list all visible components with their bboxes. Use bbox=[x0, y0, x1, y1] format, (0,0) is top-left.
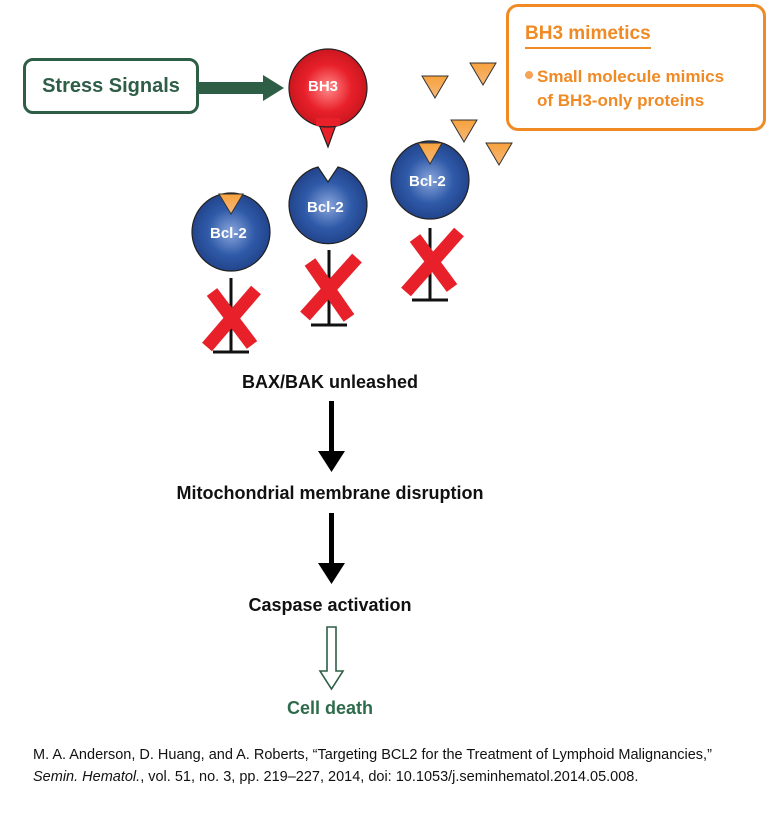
citation-details: , vol. 51, no. 3, pp. 219–227, 2014, doi… bbox=[140, 769, 639, 785]
bcl2-protein-2 bbox=[288, 166, 368, 245]
bcl2-label-2: Bcl-2 bbox=[307, 199, 344, 216]
flow-arrow-2 bbox=[318, 513, 345, 584]
citation: M. A. Anderson, D. Huang, and A. Roberts… bbox=[33, 744, 753, 788]
flow-arrow-3 bbox=[318, 626, 345, 691]
description-line-1: Small molecule mimics bbox=[537, 67, 725, 86]
citation-journal: Semin. Hematol. bbox=[33, 769, 141, 785]
bcl2-label-3: Bcl-2 bbox=[409, 173, 446, 190]
stress-signals-label: Stress Signals bbox=[42, 74, 180, 97]
bcl2-protein-3 bbox=[390, 140, 470, 220]
mimetic-triangle bbox=[421, 75, 449, 99]
bh3-mimetics-description: Small molecule mimics of BH3-only protei… bbox=[537, 65, 724, 113]
mimetic-triangle bbox=[469, 62, 497, 86]
flow-arrow-1 bbox=[318, 401, 345, 472]
flow-step-caspase: Caspase activation bbox=[248, 595, 412, 615]
mimetic-triangle bbox=[450, 119, 478, 143]
stress-arrow bbox=[199, 75, 284, 101]
bcl2-protein-1 bbox=[191, 192, 271, 272]
mimetic-triangle bbox=[485, 142, 513, 166]
bh3-protein bbox=[288, 48, 368, 149]
apoptosis-diagram: Stress Signals BH3 Bcl-2 Bcl-2 Bcl-2 BH3… bbox=[23, 4, 766, 718]
description-line-2: of BH3-only proteins bbox=[537, 91, 705, 110]
bh3-mimetics-box: BH3 mimetics Small molecule mimics of BH… bbox=[506, 4, 766, 131]
bh3-label: BH3 bbox=[308, 78, 339, 95]
flow-step-bax-bak: BAX/BAK unleashed bbox=[241, 372, 419, 392]
bcl2-label-1: Bcl-2 bbox=[210, 225, 247, 242]
stress-signals-box: Stress Signals bbox=[23, 58, 199, 114]
bh3-mimetics-title: BH3 mimetics bbox=[525, 23, 651, 49]
citation-authors: M. A. Anderson, D. Huang, and A. Roberts… bbox=[33, 747, 712, 763]
blocked-crosses bbox=[202, 227, 464, 352]
flow-step-mitochondrial: Mitochondrial membrane disruption bbox=[176, 483, 484, 503]
free-mimetics bbox=[421, 62, 513, 166]
flow-step-cell-death: Cell death bbox=[286, 698, 374, 718]
bullet-icon bbox=[525, 71, 533, 79]
diagram-graphics bbox=[191, 48, 513, 691]
